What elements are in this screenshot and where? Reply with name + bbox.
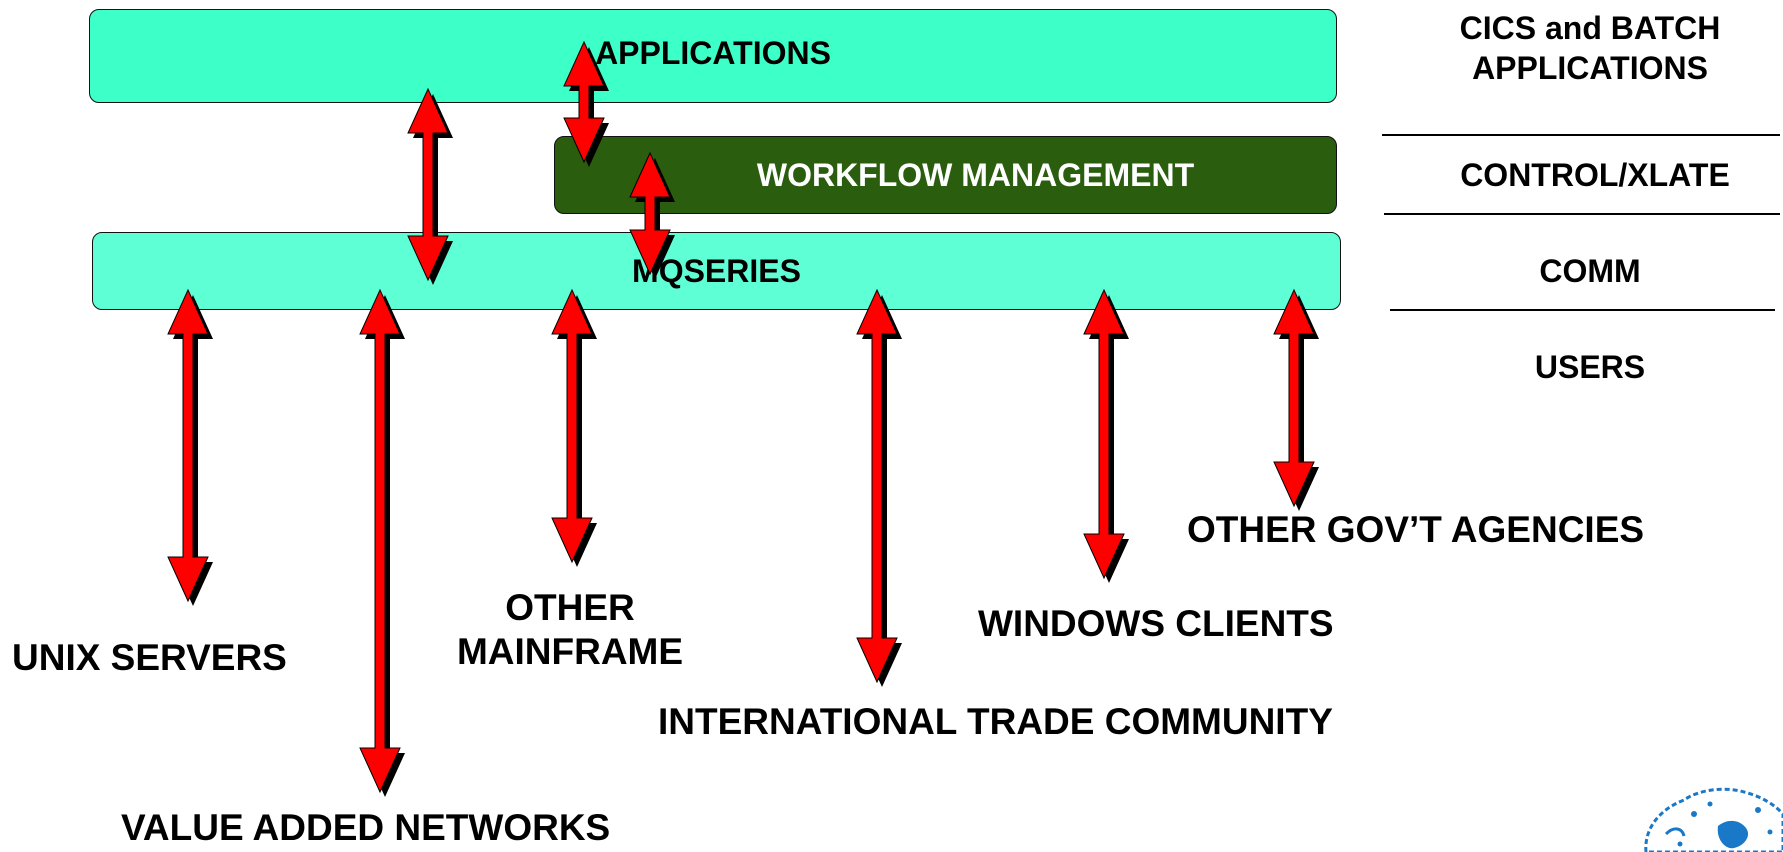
applications-layer: APPLICATIONS — [89, 9, 1337, 103]
side-label-cics: CICS and BATCH APPLICATIONS — [1420, 8, 1760, 88]
arrow-mqseries-international-trade — [856, 288, 902, 687]
side-label-cics-line1: CICS and BATCH — [1459, 10, 1721, 46]
endpoint-other-mainframe: OTHER MAINFRAME — [440, 586, 700, 674]
side-label-comm: COMM — [1539, 253, 1641, 289]
applications-layer-label: APPLICATIONS — [595, 35, 831, 71]
arrow-mqseries-other-mainframe-body — [551, 288, 593, 564]
arrow-mqseries-windows-clients — [1083, 288, 1129, 583]
arrow-mqseries-value-added-networks — [359, 288, 405, 797]
side-label-control: CONTROL/XLATE — [1460, 157, 1730, 193]
arrow-mqseries-other-govt — [1273, 288, 1319, 511]
divider-rule-3 — [1390, 309, 1775, 311]
arrow-applications-workflow-body — [563, 40, 605, 164]
arrow-mqseries-other-mainframe — [551, 288, 597, 567]
endpoint-other-mainframe-line1: OTHER — [505, 587, 635, 628]
arrow-mqseries-unix-servers — [167, 288, 213, 606]
side-label-users: USERS — [1534, 349, 1646, 385]
arrow-mqseries-unix-servers-body — [167, 288, 209, 603]
arrow-mqseries-international-trade-body — [856, 288, 898, 684]
arrow-mqseries-windows-clients-body — [1083, 288, 1125, 580]
endpoint-other-govt-agencies: OTHER GOV’T AGENCIES — [1187, 509, 1645, 550]
arrow-workflow-mqseries — [629, 151, 675, 279]
mqseries-layer: MQSERIES — [92, 232, 1341, 310]
endpoint-value-added-networks: VALUE ADDED NETWORKS — [121, 807, 611, 848]
divider-rule-2 — [1384, 213, 1780, 215]
endpoint-other-mainframe-line2: MAINFRAME — [456, 631, 684, 672]
globe-logo-icon — [1644, 787, 1783, 852]
endpoint-windows-clients: WINDOWS CLIENTS — [978, 603, 1334, 644]
side-label-cics-line2: APPLICATIONS — [1472, 50, 1708, 86]
arrow-mqseries-value-added-networks-body — [359, 288, 401, 794]
arrow-applications-workflow — [563, 40, 609, 167]
workflow-layer-label: WORKFLOW MANAGEMENT — [756, 156, 1195, 193]
divider-rule-1 — [1382, 134, 1780, 136]
endpoint-international-trade-community: INTERNATIONAL TRADE COMMUNITY — [658, 701, 1333, 742]
arrow-workflow-mqseries-body — [629, 151, 671, 276]
arrow-applications-mqseries-body — [407, 87, 449, 282]
arrow-mqseries-other-govt-body — [1273, 288, 1315, 508]
endpoint-unix-servers: UNIX SERVERS — [12, 637, 287, 678]
workflow-management-layer: WORKFLOW MANAGEMENT — [554, 136, 1337, 214]
arrow-applications-mqseries — [407, 87, 453, 285]
